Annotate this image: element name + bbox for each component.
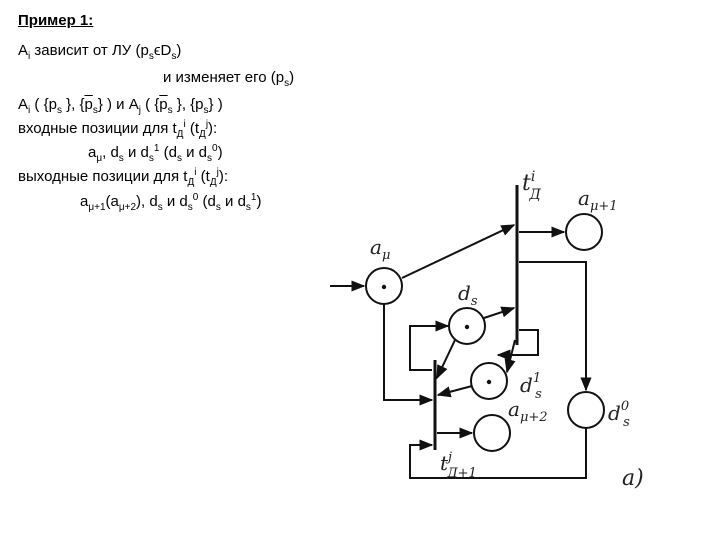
token-ds (464, 324, 470, 330)
text-line-4: входные позиции для tДi (tДj): (18, 119, 218, 140)
figure-label: a) (622, 466, 644, 491)
label-a-mu1: aμ+1 (578, 186, 618, 214)
arc-ds1-to-tj (436, 385, 473, 398)
arc-ti-to-ds0 (519, 261, 592, 392)
text-line-6: выходные позиции для tДi (tДj): (18, 167, 228, 188)
arc-ds-to-ti (483, 306, 516, 319)
text-line-2: и изменяет его (ps) (163, 69, 295, 89)
label-a-mu: aμ (370, 235, 390, 263)
arc-a-mu-to-tj (383, 304, 434, 406)
label-a-mu2: aμ+2 (508, 397, 548, 425)
place-ds1 (470, 362, 508, 400)
token-ds1 (486, 379, 492, 385)
place-a-mu2 (473, 414, 511, 452)
token-a-mu (381, 284, 387, 290)
arc-ds-to-tj (436, 339, 456, 380)
text-line-7: aμ+1(aμ+2), ds и ds0 (ds и ds1) (80, 192, 262, 213)
arc-a-mu-to-ti (401, 224, 516, 279)
arc-tj-to-ds (409, 320, 450, 371)
label-ds: ds (458, 281, 478, 309)
text-line-5: aμ, ds и ds1 (ds и ds0) (88, 143, 223, 164)
arc-ds0-loop-tj (409, 428, 587, 479)
text-line-3: Ai ( {ps }, {ps} ) и Aj ( {ps }, {ps} ) (18, 96, 223, 116)
arc-ti-loop-ds (496, 329, 539, 361)
place-a-mu1 (565, 213, 603, 251)
example-title: Пример 1: (18, 12, 94, 29)
place-ds0 (567, 391, 605, 429)
text-line-1: Ai зависит от ЛУ (psϵDs) (18, 42, 182, 62)
